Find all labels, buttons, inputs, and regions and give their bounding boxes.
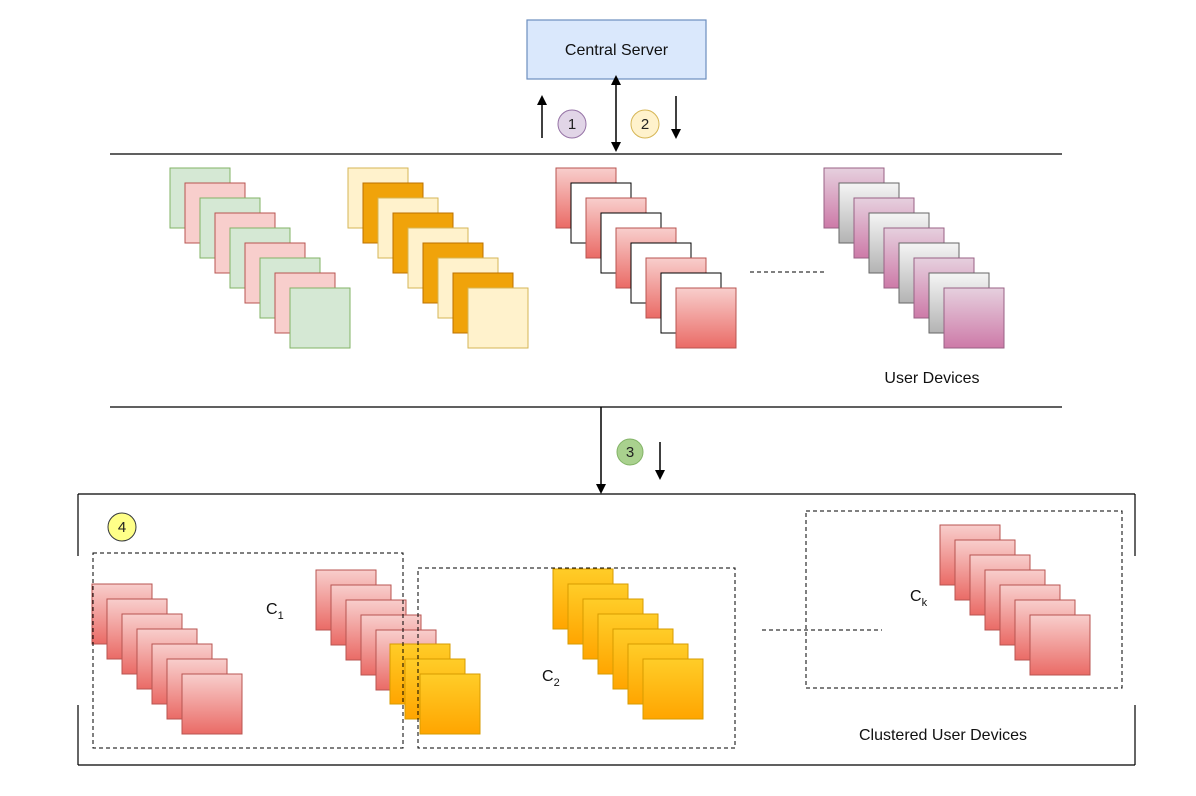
cluster-2-stack	[552, 568, 704, 720]
pink-gray-device-stack	[823, 167, 1005, 349]
cluster-1-box	[92, 552, 404, 749]
cluster-2-label: C2	[542, 668, 560, 689]
step-2-badge: 2	[630, 109, 660, 139]
cluster-1-stack-c	[389, 643, 481, 735]
cluster-k-stack	[939, 524, 1091, 676]
red-white-device-stack	[555, 167, 737, 349]
device-square	[181, 673, 243, 735]
central-server-box	[526, 19, 707, 80]
clustered-device-stacks	[91, 524, 1091, 735]
device-square	[419, 673, 481, 735]
step-3-label: 3	[626, 444, 634, 461]
clustered-user-devices-label: Clustered User Devices	[859, 727, 1027, 744]
device-square	[675, 287, 737, 349]
step-1-badge: 1	[557, 109, 587, 139]
cluster-2-box	[417, 567, 736, 749]
step-3-badge: 3	[616, 438, 644, 466]
cluster-1-label: C1	[266, 601, 284, 622]
user-devices-label: User Devices	[884, 370, 979, 387]
yellow-orange-device-stack	[347, 167, 529, 349]
central-server-label: Central Server	[565, 42, 669, 59]
device-square	[642, 658, 704, 720]
device-square	[1029, 614, 1091, 676]
step-4-label: 4	[118, 519, 126, 536]
step-2-label: 2	[641, 116, 649, 133]
cluster-k-box	[805, 510, 1123, 689]
device-square	[467, 287, 529, 349]
cluster-k-label: Ck	[910, 588, 928, 609]
device-square	[943, 287, 1005, 349]
device-square	[289, 287, 351, 349]
step-4-badge: 4	[107, 512, 137, 542]
green-red-device-stack	[169, 167, 351, 349]
step-1-label: 1	[568, 116, 576, 133]
clustered-devices-frame	[77, 493, 1136, 766]
cluster-1-stack-a	[91, 583, 243, 735]
user-device-stacks	[169, 167, 1005, 349]
central-server-node: Central Server	[526, 19, 707, 80]
